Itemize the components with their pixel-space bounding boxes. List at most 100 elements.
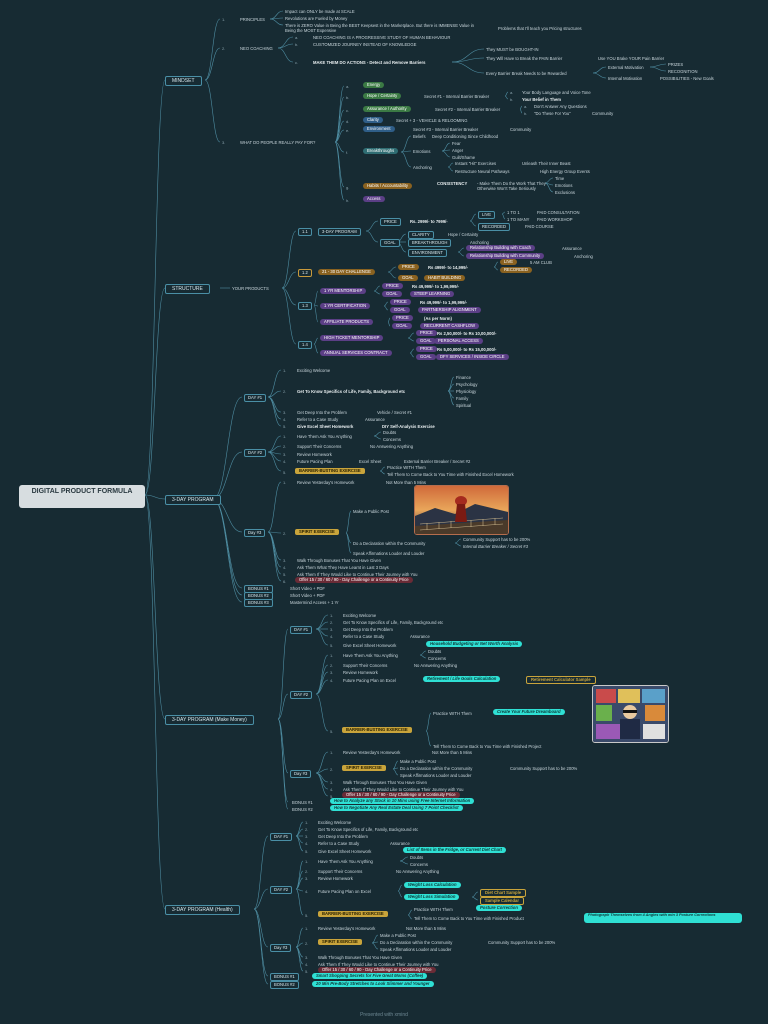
emotion-fear[interactable]: Fear [452,141,461,146]
p3-d1-finance[interactable]: Finance [456,375,471,380]
p5-d3-public-post[interactable]: Make a Public Post [380,933,416,938]
p11-goal[interactable]: GOAL [380,239,400,247]
htm-price-value[interactable]: Rs 2,50,000/- to Rs 10,00,000/- [437,331,497,336]
p3-d2-item-4[interactable]: Future Pacing Plan [297,459,333,464]
principle-2[interactable]: Revolutions are Fueled by Money [285,16,348,21]
p5-d2-diet-chart-sample[interactable]: Diet Chart Sample [480,889,527,897]
p3-d1-spiritual[interactable]: Spiritual [456,403,472,408]
p11-env-coach-side[interactable]: Assurance [562,246,582,251]
p4-d3-declaration[interactable]: Do a Declaration within the Community [400,766,473,771]
p5-bonus-2[interactable]: BONUS #2 [270,981,299,989]
p3-d2-barrier-busting[interactable]: BARRIER-BUSTING EXERCISE [295,468,365,474]
breakthroughs-pill[interactable]: Breakthroughs [363,148,399,154]
p3-d2-item-3[interactable]: Review Homework [297,452,332,457]
p4-d3-community-support[interactable]: Community Support has to be 200% [510,766,578,771]
p3-d2-item-4-side[interactable]: Excel Sheet [359,459,382,464]
anchoring-2[interactable]: Restructure Neural Pathways [455,169,510,174]
p3-d3-item-1-side[interactable]: Not More than 5 Mins [386,480,427,485]
principles-label[interactable]: PRINCIPLES [240,17,265,22]
p3-bonus-1-side[interactable]: Short Video + PDF [290,586,325,591]
p3-d1-item-1[interactable]: Exciting Welcome [297,368,331,373]
p3-d1-item-5-side[interactable]: DIY Self-Analysis Exercise [382,424,435,429]
anchoring[interactable]: Anchoring [413,165,432,170]
p3-bonus-2-side[interactable]: Short Video + PDF [290,593,325,598]
p5-d2-barrier-busting[interactable]: BARRIER-BUSTING EXERCISE [318,911,388,917]
p4-d2-barrier-busting[interactable]: BARRIER-BUSTING EXERCISE [342,727,412,733]
internal-motivation[interactable]: Internal Motivation [608,76,643,81]
p4-d2-retirement-sample[interactable]: Retirement Calculator Sample [526,676,596,684]
p5-day-2[interactable]: DAY #2 [270,886,293,894]
p3-d3-declaration[interactable]: Do a Declaration within the Community [353,541,426,546]
p4-d2-item-2-side[interactable]: No Answering Anything [414,663,458,668]
p4-d1-item-5[interactable]: Give Excel Sheet Homework [343,643,397,648]
p11-breakthrough-side[interactable]: Anchoring [470,240,489,245]
anchoring-2-side[interactable]: High Energy Group Events [540,169,590,174]
section-structure[interactable]: STRUCTURE [165,284,210,294]
p4-d3-item-1-side[interactable]: Not More than 5 Mins [432,750,473,755]
p13-price-value[interactable]: Rs 49,999/- to 1,99,999/- [412,284,460,289]
affiliate-node[interactable]: AFFILIATE PRODUCTS [320,319,374,325]
p12-price-value[interactable]: Rs 4999/- to 14,999/- [428,265,469,270]
p4-d3-affirmations[interactable]: Speak Affirmations Louder and Louder [400,773,472,778]
p4-d2-item-3[interactable]: Review Homework [343,670,378,675]
neo-coaching-label[interactable]: NEO COACHING [240,46,273,51]
high-ticket-node[interactable]: HIGH TICKET MENTORSHIP [320,335,384,341]
htm-price[interactable]: PRICE [416,330,437,336]
p4-d1-item-1[interactable]: Exciting Welcome [343,613,377,618]
p3-d3-item-3[interactable]: Walk Through Bonuses That You Have Given [297,558,381,563]
p4-d2-dreamboard[interactable]: Create Your Future Dreamboard [493,709,565,715]
p5-d3-offer[interactable]: Offer 15 / 30 / 60 / 90 - Day Challenge … [318,967,436,973]
section-3-day-program[interactable]: 3-DAY PROGRAM [165,495,221,505]
p11-recorded-side[interactable]: PAID COURSE [525,224,554,229]
p12-goal[interactable]: GOAL [398,275,418,281]
p5-d1-item-1[interactable]: Exciting Welcome [318,820,352,825]
habit-emotions[interactable]: Emotions [555,183,573,188]
principle-3[interactable]: There is ZERO Value in Being the BEST Ke… [285,23,474,33]
p11-live-2-side[interactable]: PAID WORKSHOP [537,217,573,222]
p5-d2-item-1[interactable]: Have Them Ask You Anything [318,859,373,864]
p12-live[interactable]: LIVE [500,259,518,265]
p4-d2-practice[interactable]: Practice WITH Them [433,711,472,716]
p4-bonus-2-side[interactable]: How to Negotiate Any Real Estate Deal Us… [330,805,463,811]
anchoring-1-side[interactable]: Unleash Their Inner Beast [522,161,571,166]
cert-price-value[interactable]: Rs 49,999/- to 1,99,999/- [420,300,468,305]
p4-d2-doubts[interactable]: Doubts [428,649,442,654]
p4-bonus-2[interactable]: BONUS #2 [292,807,313,812]
beliefs-side[interactable]: Deep Conditioning Since Childhood [432,134,499,139]
emotions[interactable]: Emotions [413,149,431,154]
p4-d3-spirit-exercise[interactable]: SPIRIT EXERCISE [342,765,386,771]
p11-env-coach[interactable]: Relationship Building with Coach [466,245,535,251]
level-1-3[interactable]: 1.3 [298,302,312,310]
p3-d3-item-1[interactable]: Review Yesterday's Homework [297,480,355,485]
principle-1[interactable]: Impact can ONLY be made at SCALE [285,9,355,14]
aff-price[interactable]: PRICE [392,315,413,321]
p3-d1-item-4-side[interactable]: Assurance [365,417,385,422]
asc-goal-value[interactable]: DFY SERVICES / INSIDE CIRCLE [436,354,509,360]
p5-d3-community-support[interactable]: Community Support has to be 200% [488,940,556,945]
level-1-4[interactable]: 1.4 [298,341,312,349]
p5-d2-practice[interactable]: Practice WITH Them [414,907,453,912]
p4-d2-item-2[interactable]: Support Their Concerns [343,663,388,668]
p3-d1-family[interactable]: Family [456,396,469,401]
p5-d2-concerns[interactable]: Concerns [410,862,428,867]
p11-live[interactable]: LIVE [478,211,496,219]
p4-d1-item-4-side[interactable]: Assurance [410,634,430,639]
habits-pill[interactable]: Habits / Accountability [363,183,412,189]
level-1-1[interactable]: 1.1 [298,228,312,236]
three-day-program-node[interactable]: 3-DAY PROGRAM [318,228,361,236]
hope-a[interactable]: Your Body Language and Voice Tone [522,90,591,95]
p5-bonus-2-side[interactable]: 20 Min Pre-Body Stretches to Look Slimme… [312,981,434,987]
p4-day-1[interactable]: DAY #1 [290,626,313,634]
p3-d3-public-post[interactable]: Make a Public Post [353,509,389,514]
section-3-day-health[interactable]: 3-DAY PROGRAM (Health) [165,905,240,915]
p5-d3-item-1-side[interactable]: Not More than 5 Mins [406,926,447,931]
p11-env-community[interactable]: Relationship Building with Community [466,253,545,259]
p3-d1-item-2[interactable]: Get To Know Specifics of Life, Family, B… [297,389,406,394]
p5-d2-weight-loss-sim[interactable]: Weight Loss Simulation [404,894,460,900]
p5-d1-item-3[interactable]: Get Deep Into the Problem [318,834,368,839]
annual-contract-node[interactable]: ANNUAL SERVICES CONTRACT [320,350,392,356]
level-1-2[interactable]: 1.2 [298,269,312,277]
habit-exclusions[interactable]: Exclusions [555,190,576,195]
p3-d2-concerns[interactable]: Concerns [383,437,401,442]
p3-d3-community-support[interactable]: Community Support has to be 200% [463,537,531,542]
